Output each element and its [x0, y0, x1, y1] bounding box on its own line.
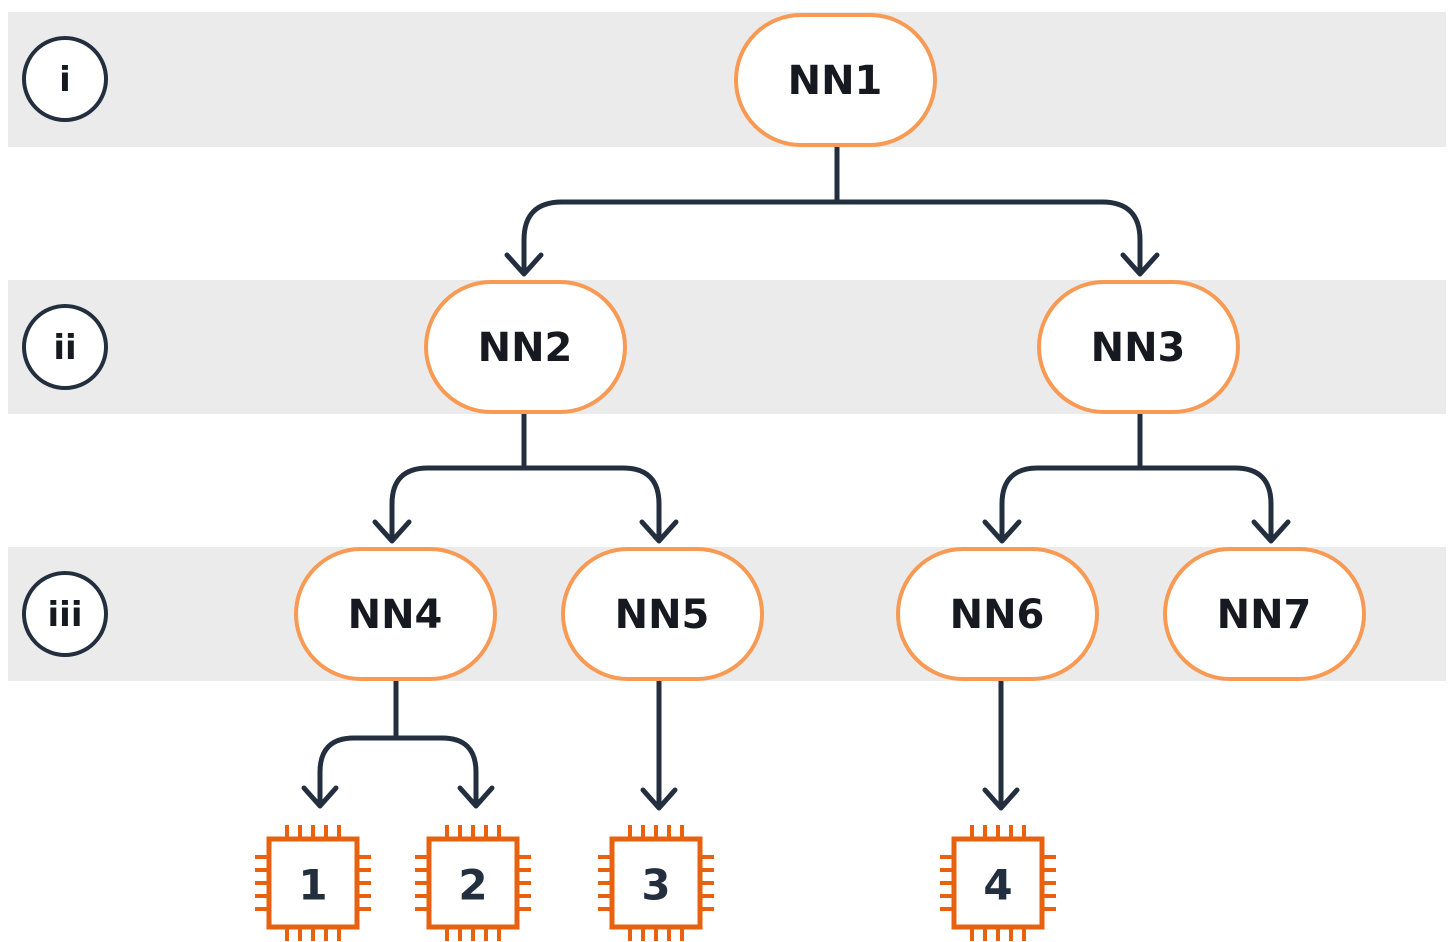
level-label-ii: ii — [53, 328, 76, 368]
node-nn4: NN4 — [294, 547, 497, 681]
level-band-i — [8, 12, 1446, 147]
level-label-i: i — [59, 60, 71, 100]
processor-chip-icon: 4 — [940, 825, 1056, 941]
node-nn6-label: NN6 — [950, 592, 1045, 638]
node-nn3: NN3 — [1037, 280, 1240, 414]
arrowhead-nn3 — [1120, 252, 1160, 277]
chip-label: 1 — [298, 861, 327, 910]
chip-label: 2 — [458, 861, 487, 910]
node-nn2-label: NN2 — [478, 325, 573, 371]
arrowhead-nn6 — [982, 519, 1022, 544]
arrowhead-chip4 — [982, 787, 1020, 811]
node-nn7: NN7 — [1163, 547, 1366, 681]
chip-label: 4 — [983, 861, 1012, 910]
edge-nn3-nn7 — [1137, 465, 1274, 539]
chip-body — [426, 836, 520, 930]
processor-chip-icon: 1 — [255, 825, 371, 941]
edge-nn2-nn5 — [521, 465, 662, 539]
node-nn1-label: NN1 — [788, 58, 883, 104]
edges-nn3 — [982, 411, 1291, 544]
chip-body — [951, 836, 1045, 930]
arrowhead-nn4 — [372, 519, 412, 544]
edges-leaves — [301, 678, 1020, 811]
chip-body — [609, 836, 703, 930]
arrowhead-chip3 — [640, 787, 678, 811]
edge-nn4-chip2 — [393, 735, 479, 805]
node-nn4-label: NN4 — [348, 592, 443, 638]
node-nn7-label: NN7 — [1217, 592, 1312, 638]
node-nn3-label: NN3 — [1091, 325, 1186, 371]
edge-nn1-nn2 — [521, 199, 840, 273]
node-nn2: NN2 — [424, 280, 627, 414]
node-nn6: NN6 — [896, 547, 1099, 681]
node-nn1: NN1 — [734, 13, 937, 147]
edges-nn2 — [372, 411, 679, 544]
chip-label: 3 — [641, 861, 670, 910]
node-nn5-label: NN5 — [615, 592, 710, 638]
arrowhead-chip1 — [301, 785, 339, 809]
node-nn5: NN5 — [561, 547, 764, 681]
edges-nn1 — [504, 144, 1160, 277]
processor-chip-icon: 3 — [598, 825, 714, 941]
edge-nn1-nn3 — [834, 199, 1143, 273]
edge-nn4-chip1 — [317, 735, 399, 805]
processor-chip-icon: 2 — [415, 825, 531, 941]
edge-nn2-nn4 — [389, 465, 527, 539]
arrowhead-nn7 — [1251, 519, 1291, 544]
level-marker-i: i — [22, 36, 108, 122]
chip-body — [266, 836, 360, 930]
edge-nn3-nn6 — [999, 465, 1143, 539]
level-label-iii: iii — [48, 595, 83, 635]
level-marker-ii: ii — [22, 304, 108, 390]
arrowhead-chip2 — [457, 785, 495, 809]
arrowhead-nn2 — [504, 252, 544, 277]
level-marker-iii: iii — [22, 571, 108, 657]
arrowhead-nn5 — [639, 519, 679, 544]
